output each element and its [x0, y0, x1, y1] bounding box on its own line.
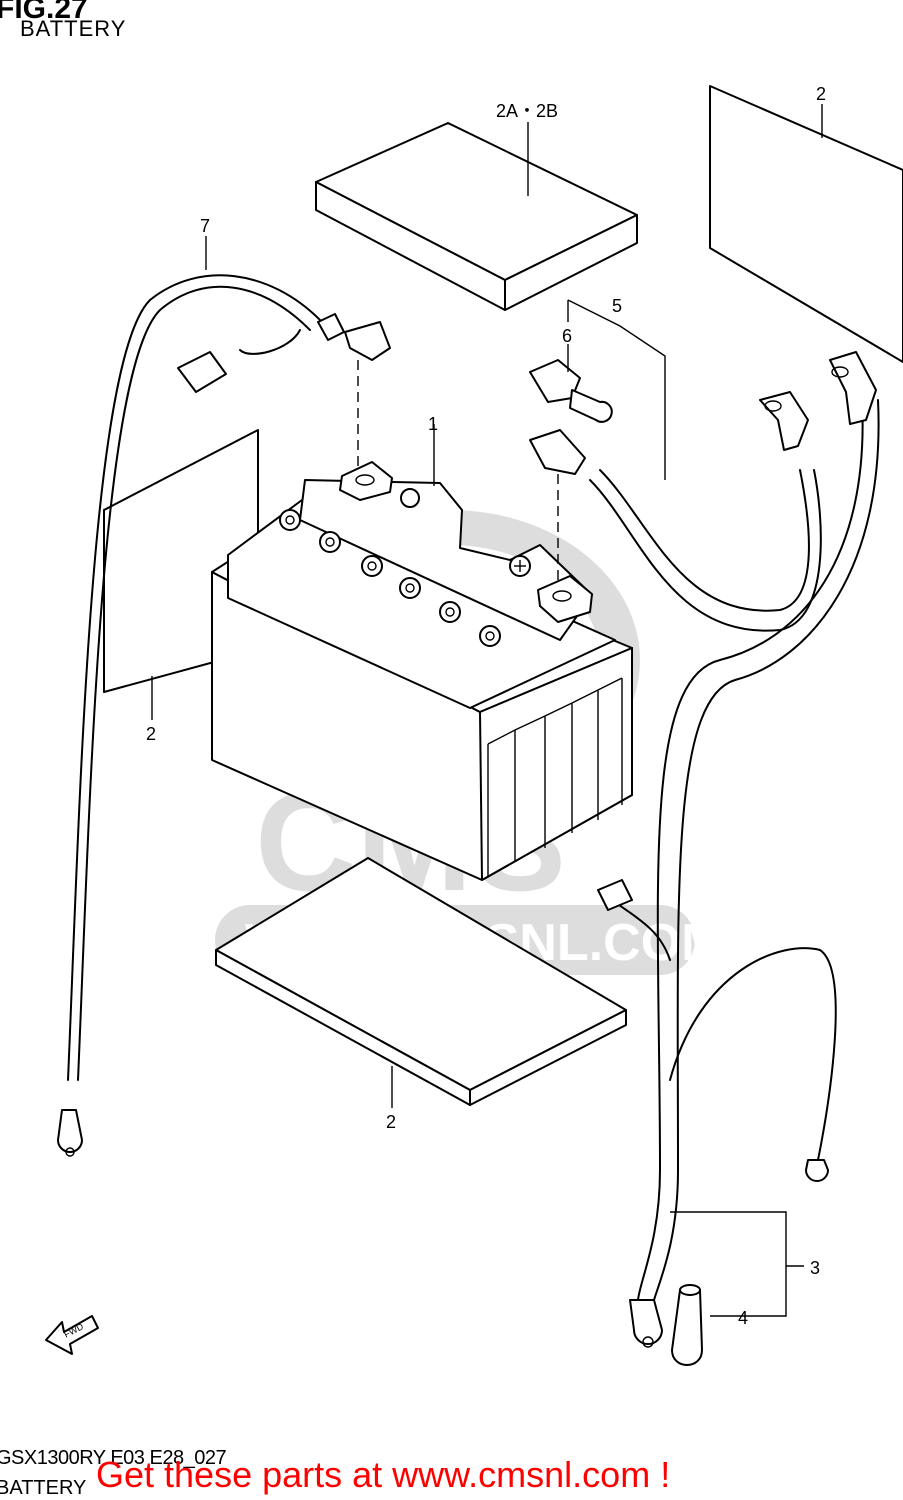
callout-4: 4 — [738, 1308, 748, 1328]
footer-name: BATTERY — [0, 1477, 87, 1499]
callout-6: 6 — [562, 326, 572, 346]
callout-2-bottom: 2 — [386, 1112, 396, 1132]
terminal-cap-4 — [671, 1284, 703, 1366]
footer-code: GSX1300RY E03 E28_027 — [0, 1447, 227, 1469]
battery-caps — [279, 509, 501, 647]
pad-2-bottom — [215, 857, 627, 1106]
terminal-bolt-6 — [529, 359, 613, 423]
callouts: 2A・2B 2 7 5 6 1 2 2 3 4 — [146, 84, 826, 1328]
leader-lines — [151, 104, 823, 1317]
fwd-arrow-icon: FWD — [45, 1315, 99, 1355]
callout-2a-2b: 2A・2B — [496, 101, 558, 121]
figure-subtitle: BATTERY — [20, 16, 127, 41]
cable-positive-5 — [529, 391, 822, 632]
callout-3: 3 — [810, 1258, 820, 1278]
pad-2-top-right — [709, 85, 903, 363]
callout-5: 5 — [612, 296, 622, 316]
callout-1: 1 — [428, 414, 438, 434]
negative-terminal — [339, 461, 420, 508]
figure-title: FIG.27 — [0, 0, 88, 25]
cable-negative-7 — [57, 274, 391, 1157]
callout-2-top-right: 2 — [816, 84, 826, 104]
pad-2a-2b — [315, 122, 638, 311]
callout-2-left: 2 — [146, 724, 156, 744]
battery-cells — [487, 677, 623, 876]
positive-terminal — [509, 555, 593, 623]
promo-link[interactable]: Get these parts at www.cmsnl.com ! — [96, 1454, 671, 1495]
battery — [211, 461, 633, 881]
cable-main-3 — [597, 351, 880, 1348]
callout-7: 7 — [200, 216, 210, 236]
